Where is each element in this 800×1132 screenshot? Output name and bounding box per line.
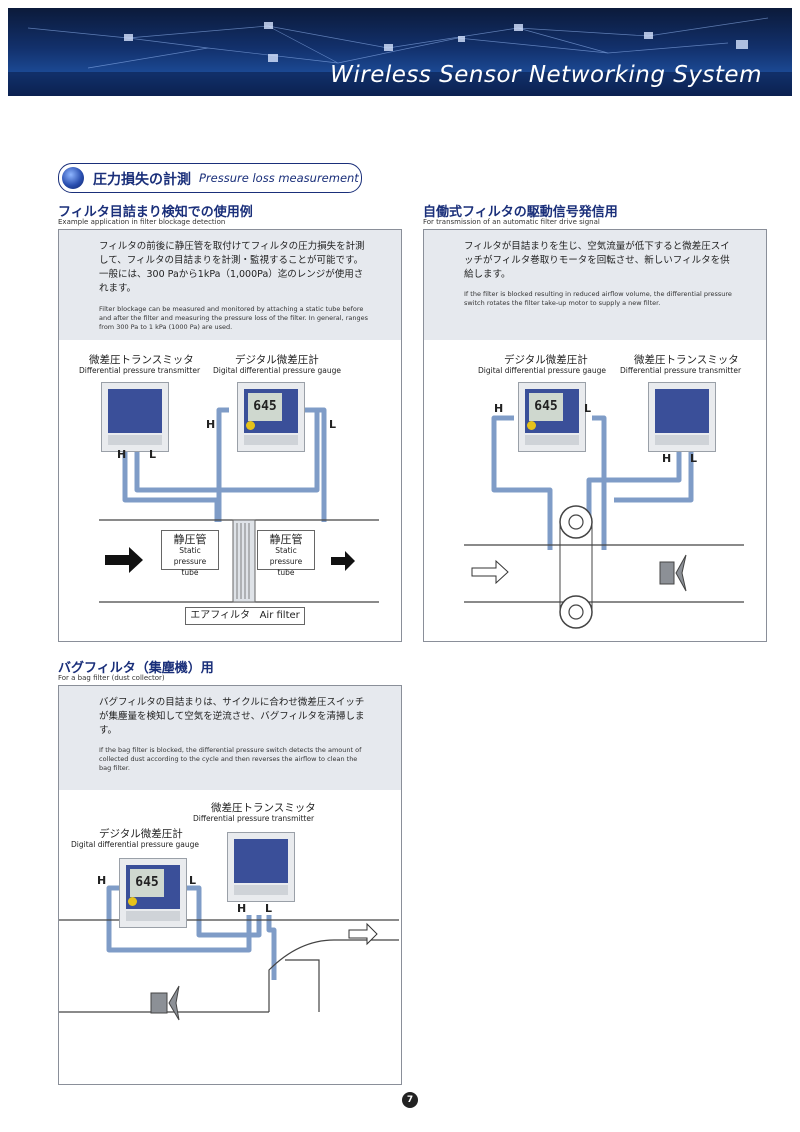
static-tube-label-left: 静圧管 Static pressure tube xyxy=(161,530,219,577)
gauge-device: 645 xyxy=(119,858,187,928)
port-l: L xyxy=(265,902,273,915)
port-h: H xyxy=(662,452,672,465)
transmitter-device xyxy=(101,382,169,452)
filter-blockage-description: フィルタの前後に静圧管を取付けてフィルタの圧力損失を計測して、フィルタの目詰まり… xyxy=(59,230,401,340)
motor-icon xyxy=(659,561,675,585)
filter-blockage-diagram xyxy=(99,407,379,603)
gauge-port-l: L xyxy=(329,418,337,431)
transmitter-device xyxy=(227,832,295,902)
globe-icon xyxy=(62,167,84,189)
gauge-port-l: L xyxy=(584,402,592,415)
airflow-arrow-icon xyxy=(348,922,378,946)
transmitter-label-en: Differential pressure transmitter xyxy=(193,814,315,823)
filter-drive-diagram xyxy=(464,415,744,629)
gauge-reading: 645 xyxy=(248,393,282,421)
page-number: 7 xyxy=(402,1092,418,1108)
gauge-reading: 645 xyxy=(130,869,164,897)
gauge-label-jp: デジタル微差圧計 xyxy=(99,828,183,840)
filter-blockage-panel: フィルタの前後に静圧管を取付けてフィルタの圧力損失を計測して、フィルタの目詰まり… xyxy=(58,229,402,642)
transmitter-device xyxy=(648,382,716,452)
gauge-device: 645 xyxy=(518,382,586,452)
bag-filter-heading: バグフィルタ（集塵機）用 xyxy=(58,661,214,676)
filter-blockage-heading: フィルタ目詰まり検知での使用例 xyxy=(58,205,253,220)
port-l: L xyxy=(690,452,698,465)
network-graphic xyxy=(8,17,792,96)
port-h: H xyxy=(237,902,247,915)
bag-filter-panel: バグフィルタの目詰まりは、サイクルに合わせ微差圧スイッチが集塵量を検知して空気を… xyxy=(58,685,402,1085)
gauge-label-en: Digital differential pressure gauge xyxy=(478,366,606,375)
port-h: H xyxy=(117,448,127,461)
air-filter-label: エアフィルタ Air filter xyxy=(185,607,305,625)
gauge-label-en: Digital differential pressure gauge xyxy=(213,366,341,375)
gauge-port-h: H xyxy=(494,402,504,415)
filter-drive-subheading: For transmission of an automatic filter … xyxy=(423,218,600,226)
gauge-device: 645 xyxy=(237,382,305,452)
fan-icon xyxy=(675,554,687,592)
gauge-label-jp: デジタル微差圧計 xyxy=(235,354,319,366)
section-title-en: Pressure loss measurement xyxy=(199,171,359,185)
banner-title: Wireless Sensor Networking System xyxy=(330,62,762,88)
filter-drive-description: フィルタが目詰まりを生じ、空気流量が低下すると微差圧スイッチがフィルタ巻取りモー… xyxy=(424,230,766,340)
motor-icon xyxy=(150,992,168,1014)
transmitter-label-en: Differential pressure transmitter xyxy=(79,366,201,375)
transmitter-label-en: Differential pressure transmitter xyxy=(620,366,742,375)
port-l: L xyxy=(149,448,157,461)
gauge-label-en: Digital differential pressure gauge xyxy=(71,840,199,849)
gauge-port-h: H xyxy=(206,418,216,431)
transmitter-label-jp: 微差圧トランスミッタ xyxy=(211,802,316,814)
filter-blockage-subheading: Example application in filter blockage d… xyxy=(58,218,226,226)
bag-filter-subheading: For a bag filter (dust collector) xyxy=(58,674,165,682)
desc-jp: フィルタの前後に静圧管を取付けてフィルタの圧力損失を計測して、フィルタの目詰まり… xyxy=(99,241,365,294)
section-title-jp: 圧力損失の計測 xyxy=(93,172,191,188)
header-banner: Wireless Sensor Networking System xyxy=(8,8,792,96)
filter-drive-heading: 自働式フィルタの駆動信号発信用 xyxy=(423,205,618,220)
bag-filter-description: バグフィルタの目詰まりは、サイクルに合わせ微差圧スイッチが集塵量を検知して空気を… xyxy=(59,686,401,790)
static-tube-label-right: 静圧管 Static pressure tube xyxy=(257,530,315,577)
desc-en: If the bag filter is blocked, the differ… xyxy=(99,746,362,772)
airflow-arrow-icon xyxy=(471,559,509,585)
fan-icon xyxy=(168,985,180,1021)
desc-jp: バグフィルタの目詰まりは、サイクルに合わせ微差圧スイッチが集塵量を検知して空気を… xyxy=(99,697,365,736)
bag-filter-diagram xyxy=(59,885,399,1021)
gauge-reading: 645 xyxy=(529,393,563,421)
airflow-out-arrow-icon xyxy=(331,551,355,571)
desc-en: If the filter is blocked resulting in re… xyxy=(464,290,732,307)
desc-en: Filter blockage can be measured and moni… xyxy=(99,305,369,331)
gauge-port-l: L xyxy=(189,874,197,887)
section-title: 圧力損失の計測 Pressure loss measurement xyxy=(58,163,362,193)
gauge-label-jp: デジタル微差圧計 xyxy=(504,354,588,366)
transmitter-label-jp: 微差圧トランスミッタ xyxy=(634,354,739,366)
filter-drive-panel: フィルタが目詰まりを生じ、空気流量が低下すると微差圧スイッチがフィルタ巻取りモー… xyxy=(423,229,767,642)
transmitter-label-jp: 微差圧トランスミッタ xyxy=(89,354,194,366)
desc-jp: フィルタが目詰まりを生じ、空気流量が低下すると微差圧スイッチがフィルタ巻取りモー… xyxy=(464,241,730,280)
gauge-port-h: H xyxy=(97,874,107,887)
airflow-arrow-icon xyxy=(105,547,143,573)
